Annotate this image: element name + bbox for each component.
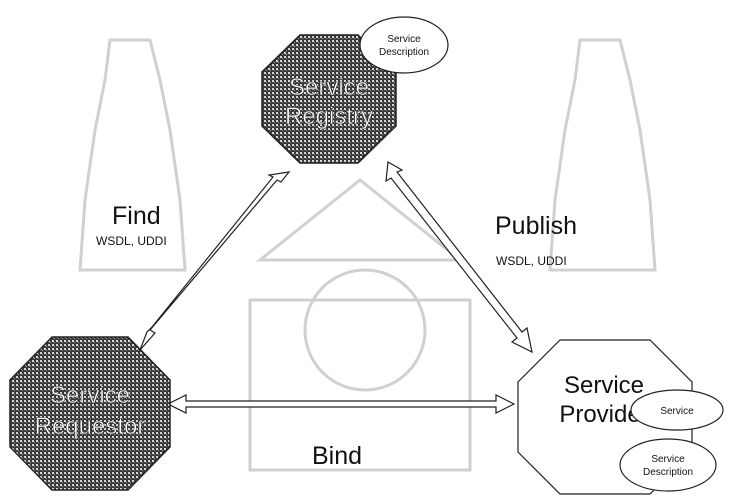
service-provider-node: Service Provider Service Service Descrip… <box>517 339 724 495</box>
provider-description-ellipse <box>619 438 717 492</box>
watermark-seal <box>78 38 657 472</box>
registry-description-ellipse <box>359 16 449 74</box>
publish-sub-label: WSDL, UDDI <box>496 254 567 268</box>
requestor-label-line2: Requestor <box>35 413 146 440</box>
bind-label: Bind <box>312 442 362 470</box>
registry-label-line2: Registry <box>285 103 373 130</box>
provider-note-service: Service <box>660 406 694 417</box>
requestor-label-line1: Service <box>50 382 130 409</box>
find-sub-label: WSDL, UDDI <box>96 234 167 248</box>
service-registry-node: Service Registry Service Description <box>261 16 449 164</box>
publish-arrow <box>385 161 533 354</box>
find-label: Find <box>112 202 161 230</box>
provider-service-ellipse <box>630 389 724 431</box>
provider-note-description-line2: Description <box>643 467 693 478</box>
registry-note-line2: Description <box>379 47 429 58</box>
service-requestor-node: Service Requestor <box>9 336 171 491</box>
publish-label: Publish <box>495 212 577 240</box>
provider-note-description-line1: Service <box>651 454 685 465</box>
registry-note-line1: Service <box>387 34 421 45</box>
registry-label-line1: Service <box>289 74 369 101</box>
bind-arrow <box>166 394 516 414</box>
provider-label-line1: Service <box>564 372 644 399</box>
